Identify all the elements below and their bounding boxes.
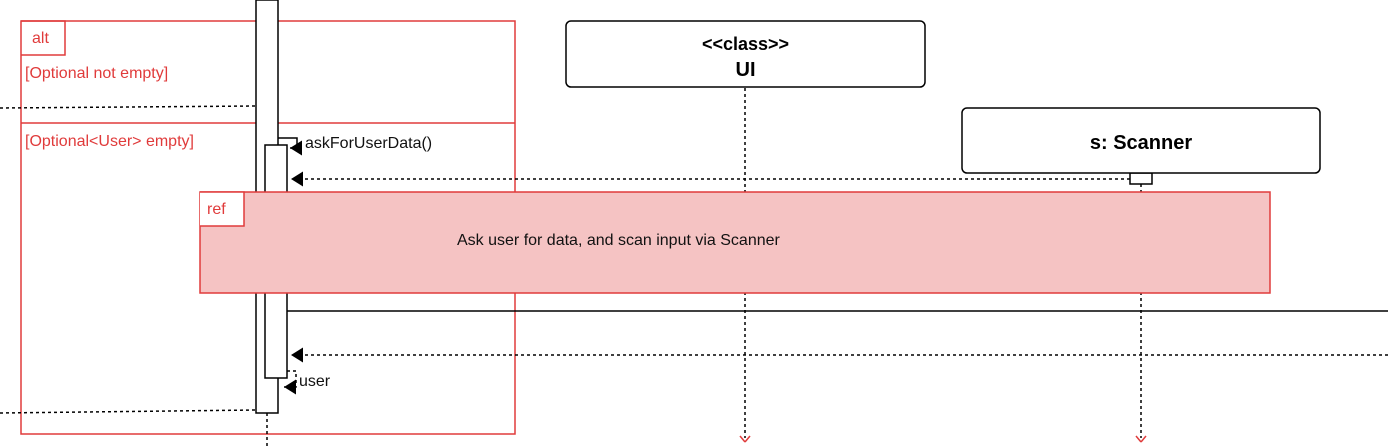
scanner-lifeline-destroy-mark [1135, 435, 1147, 443]
alt-operator-label: alt [32, 30, 49, 47]
ui-lifeline-name: UI [735, 59, 756, 81]
message-user: user [299, 373, 331, 390]
alt-operator-tab [21, 20, 66, 56]
scanner-lifeline-name: s: Scanner [1089, 132, 1193, 154]
user-return-arrow [284, 370, 297, 395]
ref-fragment-text: Ask user for data, and scan input via Sc… [457, 232, 780, 249]
self-call-arrow [278, 137, 302, 156]
ref-operator-label: ref [207, 201, 226, 218]
incoming-return-line-1 [0, 105, 257, 109]
scanner-activation-bar [1129, 172, 1153, 185]
incoming-return-line-2 [0, 409, 257, 414]
ref-operator-tab [200, 191, 245, 227]
message-askforuserdata: askForUserData() [305, 135, 433, 152]
ui-stereotype: <<class>> [701, 34, 790, 54]
ui-lifeline-destroy-mark [739, 435, 751, 443]
alt-guard-2: [Optional<User> empty] [25, 133, 194, 150]
scanner-lifeline-header [961, 107, 1321, 174]
ref-fragment-frame [199, 191, 1271, 294]
alt-guard-1: [Optional not empty] [25, 65, 169, 82]
ui-lifeline-header [565, 20, 926, 88]
